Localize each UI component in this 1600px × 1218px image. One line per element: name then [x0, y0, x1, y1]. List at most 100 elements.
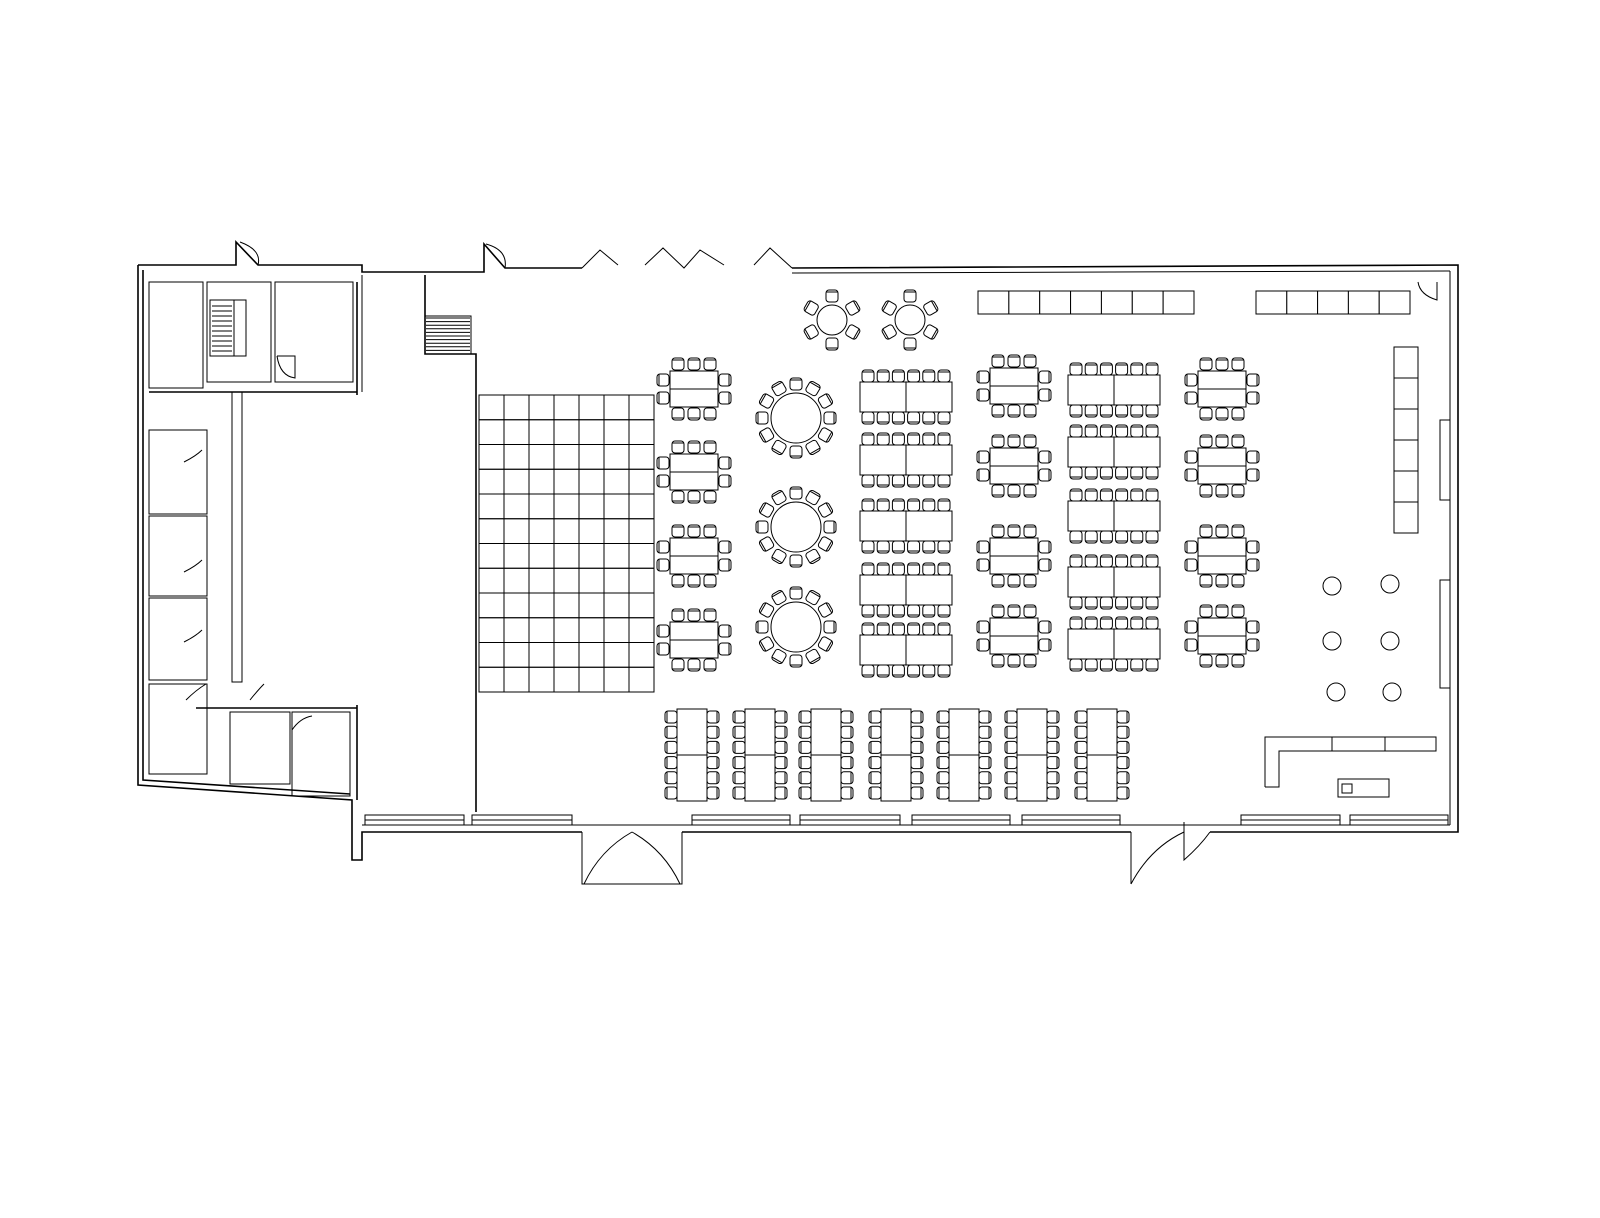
chair [656, 624, 670, 638]
rect-table-8 [656, 357, 732, 421]
chair [671, 357, 685, 371]
dance-floor-tile [628, 592, 655, 619]
cocktail-table [1382, 682, 1402, 702]
chair-seat [1038, 468, 1052, 482]
chair [1246, 450, 1260, 464]
chair [991, 604, 1005, 618]
chair [664, 710, 678, 724]
chair [1130, 658, 1144, 672]
dance-floor-tile [528, 543, 555, 569]
chair [1215, 357, 1229, 371]
round-table-6 [803, 289, 861, 351]
chair [805, 489, 821, 506]
banquet-table-double [859, 622, 953, 678]
chair-back [759, 502, 767, 514]
chair-seat [703, 574, 717, 588]
chair [907, 562, 921, 576]
chair-seat [1246, 558, 1260, 572]
chair [1074, 786, 1088, 800]
long-table [798, 708, 854, 802]
chair [1130, 362, 1144, 376]
chair [671, 407, 685, 421]
chair [1023, 354, 1037, 368]
chair [671, 574, 685, 588]
chair [1184, 558, 1198, 572]
chair-seat [1199, 434, 1213, 448]
chair [1084, 530, 1098, 544]
chair [903, 337, 917, 351]
chair [1023, 524, 1037, 538]
chair-seat [1007, 404, 1021, 418]
long-table [664, 708, 720, 802]
chair [876, 432, 890, 446]
chair [774, 725, 788, 739]
dance-floor-tile [628, 493, 655, 520]
chair [910, 786, 924, 800]
buffet-segment [1393, 501, 1419, 534]
chair-seat [1199, 407, 1213, 421]
chair [1007, 484, 1021, 498]
round-table-12 [755, 586, 837, 668]
banquet-table-double [859, 369, 953, 425]
chair [976, 450, 990, 464]
chair-seat [803, 300, 819, 316]
dance-floor-tile [578, 394, 605, 421]
chair-seat [1023, 354, 1037, 368]
chair-seat [1215, 484, 1229, 498]
window [1439, 419, 1451, 501]
chair [1215, 524, 1229, 538]
chair [1069, 530, 1083, 544]
chair-seat [703, 658, 717, 672]
chair [1116, 710, 1130, 724]
chair [936, 771, 950, 785]
chair [687, 440, 701, 454]
cocktail-table [1326, 682, 1346, 702]
chair-seat [789, 377, 803, 391]
dance-floor-tile [478, 493, 505, 520]
chair [825, 289, 839, 303]
dance-floor-tile [603, 493, 630, 520]
chair [845, 300, 861, 316]
chair [758, 393, 775, 409]
chair [1004, 771, 1018, 785]
dance-floor-tile [478, 543, 505, 569]
chair [876, 562, 890, 576]
chair [1199, 574, 1213, 588]
chair-back [825, 640, 833, 652]
dance-floor-tile [553, 642, 580, 668]
buffet-segment [1393, 470, 1419, 503]
chair [978, 725, 992, 739]
chair-seat [671, 407, 685, 421]
chair [876, 498, 890, 512]
chair [1199, 407, 1213, 421]
chair [687, 490, 701, 504]
chair-seat [976, 620, 990, 634]
chair [937, 432, 951, 446]
buffet-segment [1162, 290, 1195, 315]
chair [706, 740, 720, 754]
chair-seat [703, 407, 717, 421]
chair [1184, 391, 1198, 405]
chair [1231, 524, 1245, 538]
chair [1038, 620, 1052, 634]
chair [891, 498, 905, 512]
dance-floor-tile [478, 642, 505, 668]
chair [907, 540, 921, 554]
chair-back [771, 490, 783, 498]
chair [1231, 604, 1245, 618]
chair [861, 562, 875, 576]
chair [817, 502, 834, 518]
chair [881, 324, 897, 340]
dance-floor-tile [628, 567, 655, 594]
chair-seat [976, 540, 990, 554]
chair [805, 648, 821, 665]
chair-seat [1231, 604, 1245, 618]
chair [1199, 524, 1213, 538]
dance-floor-tile [553, 543, 580, 569]
chair-back [771, 381, 783, 389]
chair [718, 624, 732, 638]
dance-floor-tile [603, 543, 630, 569]
chair-seat [758, 393, 775, 409]
chair-seat [1007, 604, 1021, 618]
